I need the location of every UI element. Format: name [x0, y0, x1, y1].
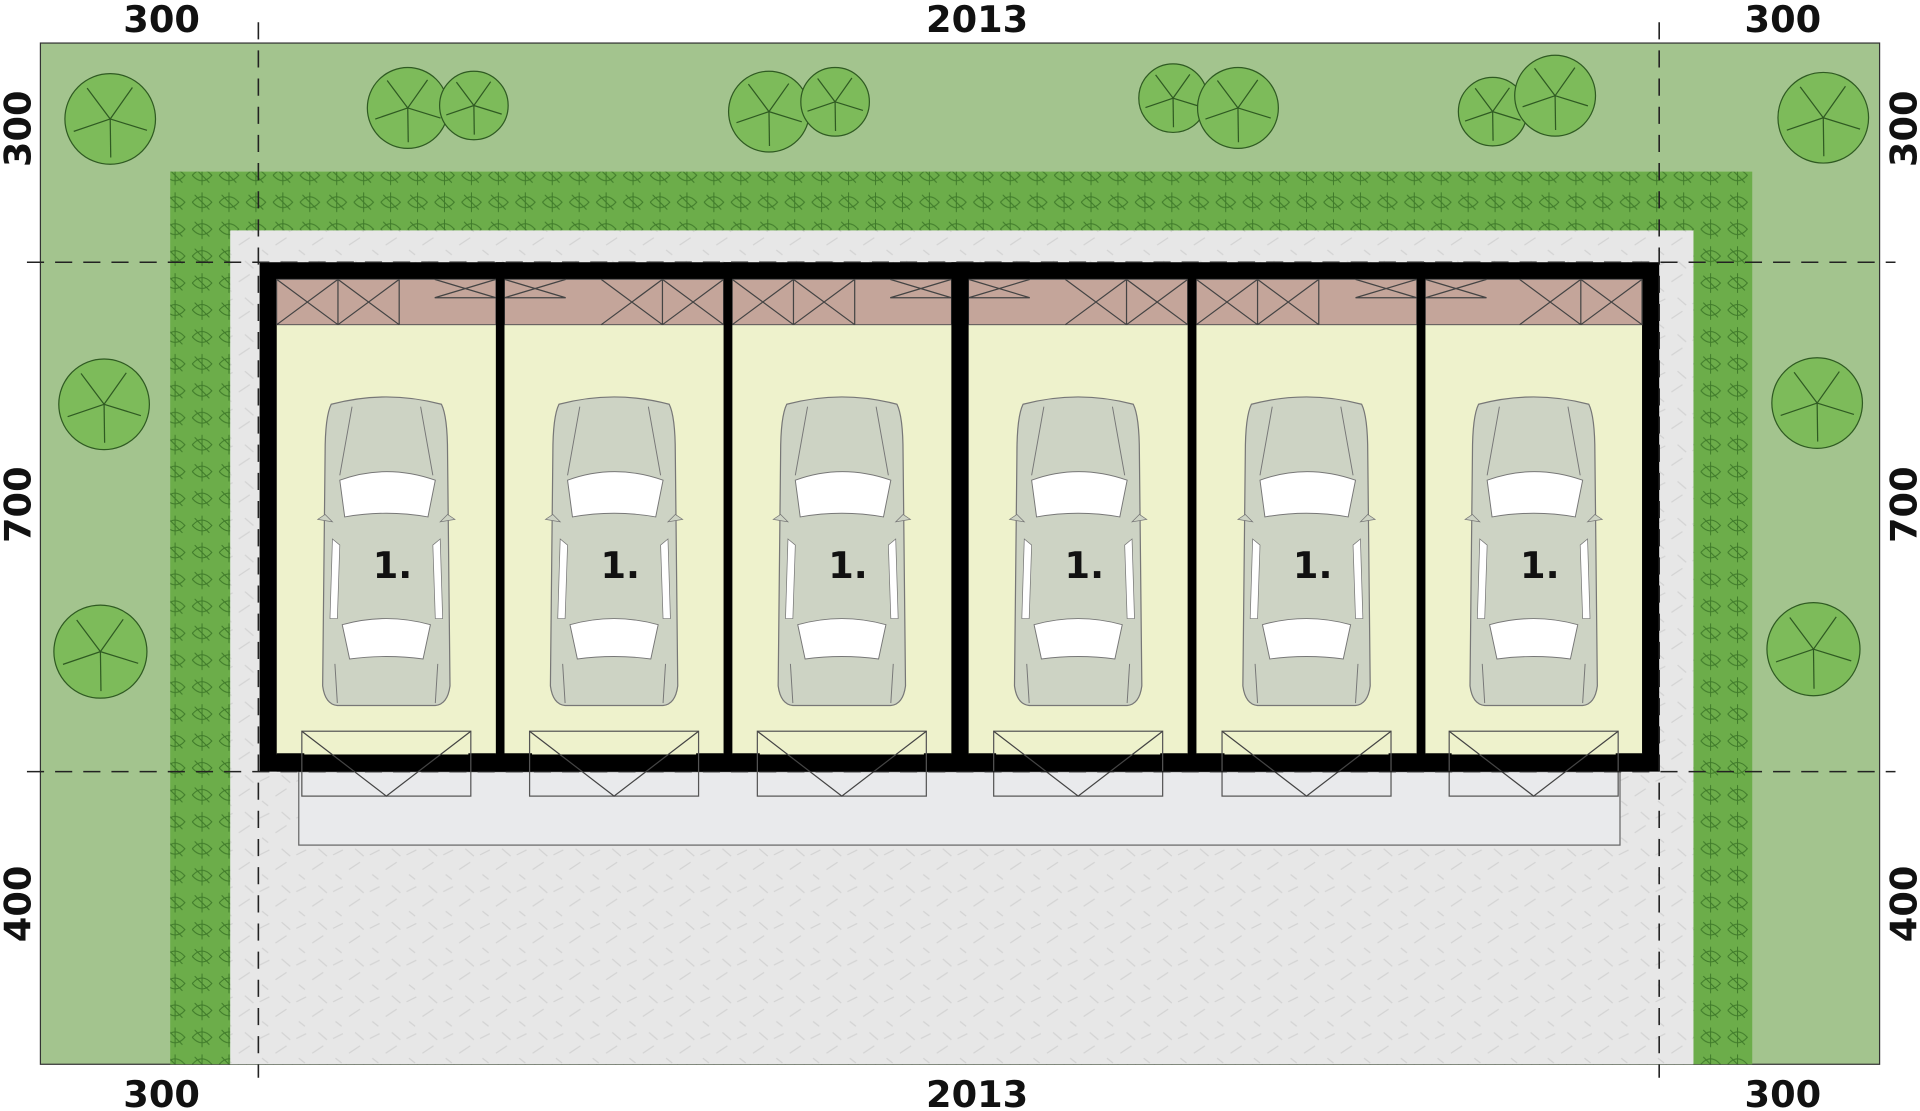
front-wall	[276, 753, 305, 772]
wall-shelf	[434, 278, 497, 299]
garage-door	[528, 730, 700, 797]
garage-door	[993, 730, 1164, 797]
driveway-apron	[298, 771, 1621, 846]
tree-icon	[64, 73, 157, 165]
front-wall	[468, 753, 496, 772]
tree-icon	[53, 604, 148, 699]
tree-icon	[1196, 66, 1279, 149]
dimension-left-middle: 700	[0, 466, 40, 543]
front-wall	[732, 753, 760, 772]
tree-icon	[1514, 54, 1597, 137]
partition-wall	[1187, 262, 1197, 772]
bay-label: 1.	[828, 544, 868, 587]
front-wall	[1160, 753, 1188, 772]
shelf-cabinet	[731, 278, 795, 326]
dimension-bottom-center: 2013	[926, 1073, 1028, 1111]
wall-shelf	[1355, 278, 1417, 299]
partition-wall	[723, 262, 733, 772]
shelf-cabinet	[1195, 278, 1259, 326]
bay-label: 1.	[1520, 544, 1560, 587]
shelf-cabinet	[1580, 278, 1643, 326]
wall-shelf	[968, 278, 1030, 299]
partition-wall	[1416, 262, 1426, 772]
garage-bay: 1.	[731, 278, 952, 797]
front-wall	[968, 753, 997, 772]
bay-label: 1.	[1065, 544, 1104, 587]
dimension-top-left: 300	[123, 0, 200, 41]
front-wall	[1615, 753, 1643, 772]
dimension-top-center: 2013	[926, 0, 1028, 41]
storage-shelf	[731, 278, 952, 326]
tree-icon	[1766, 602, 1861, 697]
garage-door	[1448, 730, 1619, 797]
storage-shelf	[1424, 278, 1643, 326]
dimension-bottom-left: 300	[123, 1073, 200, 1111]
tree-icon	[58, 358, 150, 451]
tree-icon	[727, 70, 810, 153]
dimension-right-middle: 700	[1882, 466, 1920, 543]
dimension-right-top: 300	[1882, 90, 1920, 167]
wall-shelf	[890, 278, 952, 299]
garage-bay: 1.	[968, 278, 1189, 797]
front-wall	[1425, 753, 1452, 772]
garage-door	[1221, 730, 1392, 797]
shelf-cabinet	[600, 278, 664, 326]
tree-icon	[438, 70, 509, 141]
shelf-cabinet	[1064, 278, 1128, 326]
partition-wall	[951, 262, 969, 772]
bay-label: 1.	[373, 544, 413, 587]
trees	[53, 54, 1870, 699]
garage-door	[301, 730, 472, 797]
garage-bay: 1.	[504, 278, 725, 797]
shelf-cabinet	[1519, 278, 1582, 326]
garage-door	[756, 730, 927, 797]
tree-icon	[1457, 76, 1528, 147]
tree-icon	[1771, 357, 1864, 449]
storage-shelf	[968, 278, 1189, 326]
garage-bay: 1.	[1195, 278, 1418, 797]
front-wall	[696, 753, 724, 772]
front-wall	[504, 753, 533, 772]
wall-shelf	[1425, 278, 1487, 299]
bay-label: 1.	[1293, 544, 1333, 587]
tree-icon	[800, 66, 870, 137]
wall-shelf	[504, 278, 566, 299]
shelf-cabinet	[337, 278, 400, 326]
shelf-cabinet	[276, 278, 339, 326]
front-wall	[1388, 753, 1417, 772]
dimension-right-bottom: 400	[1882, 866, 1920, 943]
storage-shelf	[1195, 278, 1418, 326]
garage-bay: 1.	[276, 278, 497, 797]
bay-label: 1.	[600, 544, 639, 587]
dimension-left-top: 300	[0, 90, 40, 167]
storage-shelf	[276, 278, 497, 326]
dimension-bottom-right: 300	[1745, 1073, 1822, 1111]
shelf-cabinet	[1257, 278, 1320, 326]
tree-icon	[366, 66, 449, 149]
garage-bay: 1.	[1424, 278, 1643, 797]
dimension-left-bottom: 400	[0, 866, 40, 943]
dimension-top-right: 300	[1745, 0, 1822, 41]
tree-icon	[1777, 71, 1870, 164]
tree-icon	[1138, 63, 1208, 134]
storage-shelf	[504, 278, 725, 326]
garage-bays: 1. 1. 1. 1. 1. 1.	[276, 262, 1643, 797]
front-wall	[1196, 753, 1225, 772]
front-wall	[923, 753, 952, 772]
shelf-cabinet	[793, 278, 856, 326]
partition-wall	[495, 262, 505, 772]
